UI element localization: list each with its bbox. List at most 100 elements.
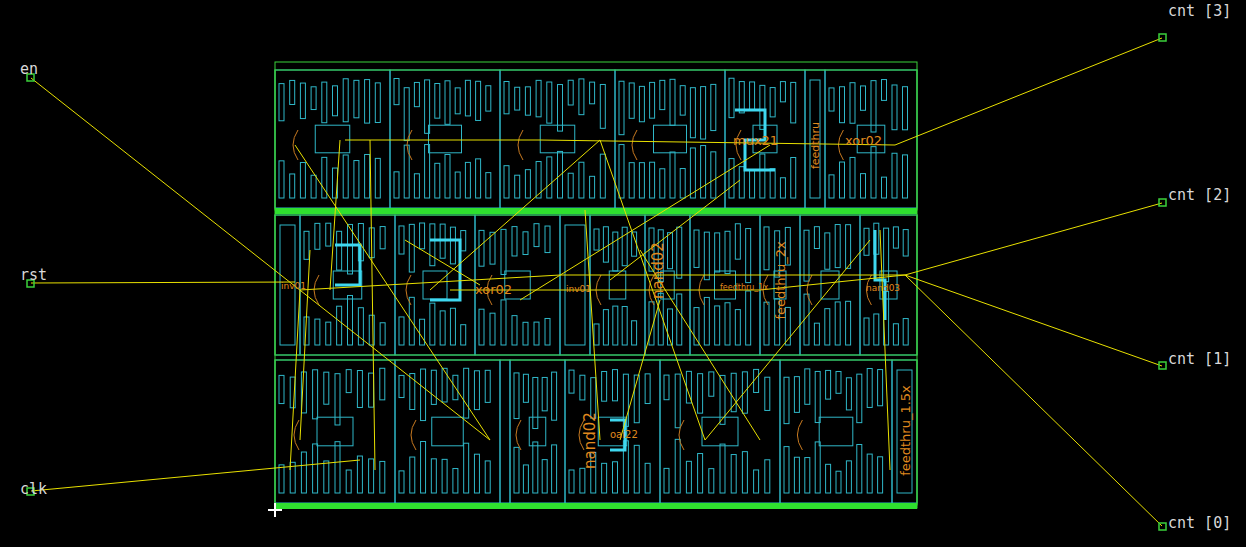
- cell-shape: [805, 458, 810, 493]
- cell-shape: [409, 224, 414, 272]
- origin-cursor: [268, 503, 282, 517]
- cell-shape: [279, 84, 284, 121]
- cell-shape: [897, 370, 912, 493]
- cell-shape: [529, 417, 546, 446]
- cell-shape: [650, 162, 655, 198]
- cell-shape: [836, 372, 841, 394]
- cell-shape: [725, 231, 730, 273]
- cell-shape: [465, 162, 470, 198]
- cell-shape: [711, 84, 716, 130]
- cell-shape: [326, 322, 331, 345]
- cell-shape: [680, 86, 685, 115]
- cell-shape: [394, 79, 399, 105]
- cell-shape: [874, 314, 879, 345]
- cell-shape: [629, 83, 634, 118]
- cell-shape: [490, 232, 495, 264]
- pin-name: cnt [0]: [1168, 516, 1231, 531]
- cell-shape: [690, 148, 695, 198]
- cell-shape: [780, 82, 785, 102]
- cell-shape: [432, 417, 464, 446]
- cell-shape: [857, 444, 862, 493]
- cell-shape: [547, 82, 552, 123]
- cell-shape: [770, 169, 775, 198]
- cell-shape: [534, 322, 539, 345]
- cell-shape: [430, 224, 435, 266]
- cell-outline: [390, 70, 500, 208]
- power-rail: [275, 503, 917, 509]
- cell-shape: [311, 175, 316, 198]
- cell-outline: [500, 70, 615, 208]
- cell-shape: [337, 306, 342, 345]
- cell-shape: [675, 374, 680, 428]
- cell-shape: [569, 370, 574, 393]
- cell-shape: [569, 470, 574, 493]
- cell-shape: [300, 83, 305, 119]
- cell-shape: [709, 469, 714, 493]
- row-outlines: [275, 62, 917, 508]
- flyline: [370, 140, 375, 470]
- cell-shape: [455, 88, 460, 114]
- cell-shape: [315, 319, 320, 345]
- cell-shape: [613, 462, 618, 493]
- cell-outline: [780, 360, 892, 503]
- cell-shape: [704, 232, 709, 280]
- cell-shape: [505, 370, 506, 493]
- cell-shape: [547, 157, 552, 198]
- cell-shape: [861, 86, 866, 110]
- cell-shape: [742, 452, 747, 493]
- flyline: [405, 240, 480, 285]
- cell-shape: [455, 172, 460, 198]
- cell-shape: [725, 303, 730, 345]
- cell-shape: [835, 225, 840, 268]
- cell-shape: [542, 377, 547, 410]
- cell-shape: [668, 233, 673, 269]
- cell-shape: [715, 233, 720, 272]
- cell-shape: [664, 375, 669, 400]
- cell-shape: [602, 372, 607, 402]
- cell-name: oai22: [610, 430, 638, 440]
- cell-name: nand02: [582, 412, 597, 469]
- cell-shape: [545, 318, 550, 345]
- cell-shape: [619, 145, 624, 198]
- pin-markers: [27, 34, 1166, 530]
- cell-outline: [475, 215, 560, 355]
- cell-shape: [479, 230, 484, 266]
- cell-shape: [326, 223, 331, 246]
- cell-shape: [515, 87, 520, 110]
- flyline: [620, 300, 660, 440]
- cell-shape: [639, 163, 644, 198]
- cell-shape: [664, 468, 669, 493]
- cell-shape: [590, 82, 595, 104]
- cell-shape: [476, 81, 481, 120]
- cell-outline: [660, 360, 780, 503]
- cell-outline: [590, 215, 645, 355]
- cell-shape: [846, 461, 851, 493]
- cell-shape: [594, 229, 599, 250]
- cell-arc: [518, 130, 523, 160]
- cell-shape: [871, 147, 876, 198]
- cell-shape: [815, 442, 820, 493]
- cell-shape: [590, 176, 595, 198]
- cell-shape: [525, 170, 530, 198]
- cell-shape: [836, 471, 841, 493]
- cell-arc: [679, 420, 684, 450]
- cell-shape: [884, 228, 889, 282]
- cell-shape: [579, 79, 584, 115]
- cell-shape: [715, 306, 720, 345]
- cell-shape: [701, 146, 706, 198]
- cell-shape: [568, 173, 573, 198]
- flyline: [300, 275, 560, 290]
- cell-shape: [770, 88, 775, 117]
- cell-shape: [442, 459, 447, 493]
- cell-shape: [829, 88, 834, 111]
- cell-arc: [797, 420, 802, 450]
- cell-shape: [686, 461, 691, 493]
- cell-shape: [698, 454, 703, 493]
- cell-shape: [600, 84, 605, 128]
- cell-shape: [375, 158, 380, 198]
- cell-shape: [677, 227, 682, 278]
- cell-shape: [514, 447, 519, 493]
- cell-shape: [311, 87, 316, 110]
- cell-shape: [420, 319, 425, 345]
- flyline: [430, 140, 600, 290]
